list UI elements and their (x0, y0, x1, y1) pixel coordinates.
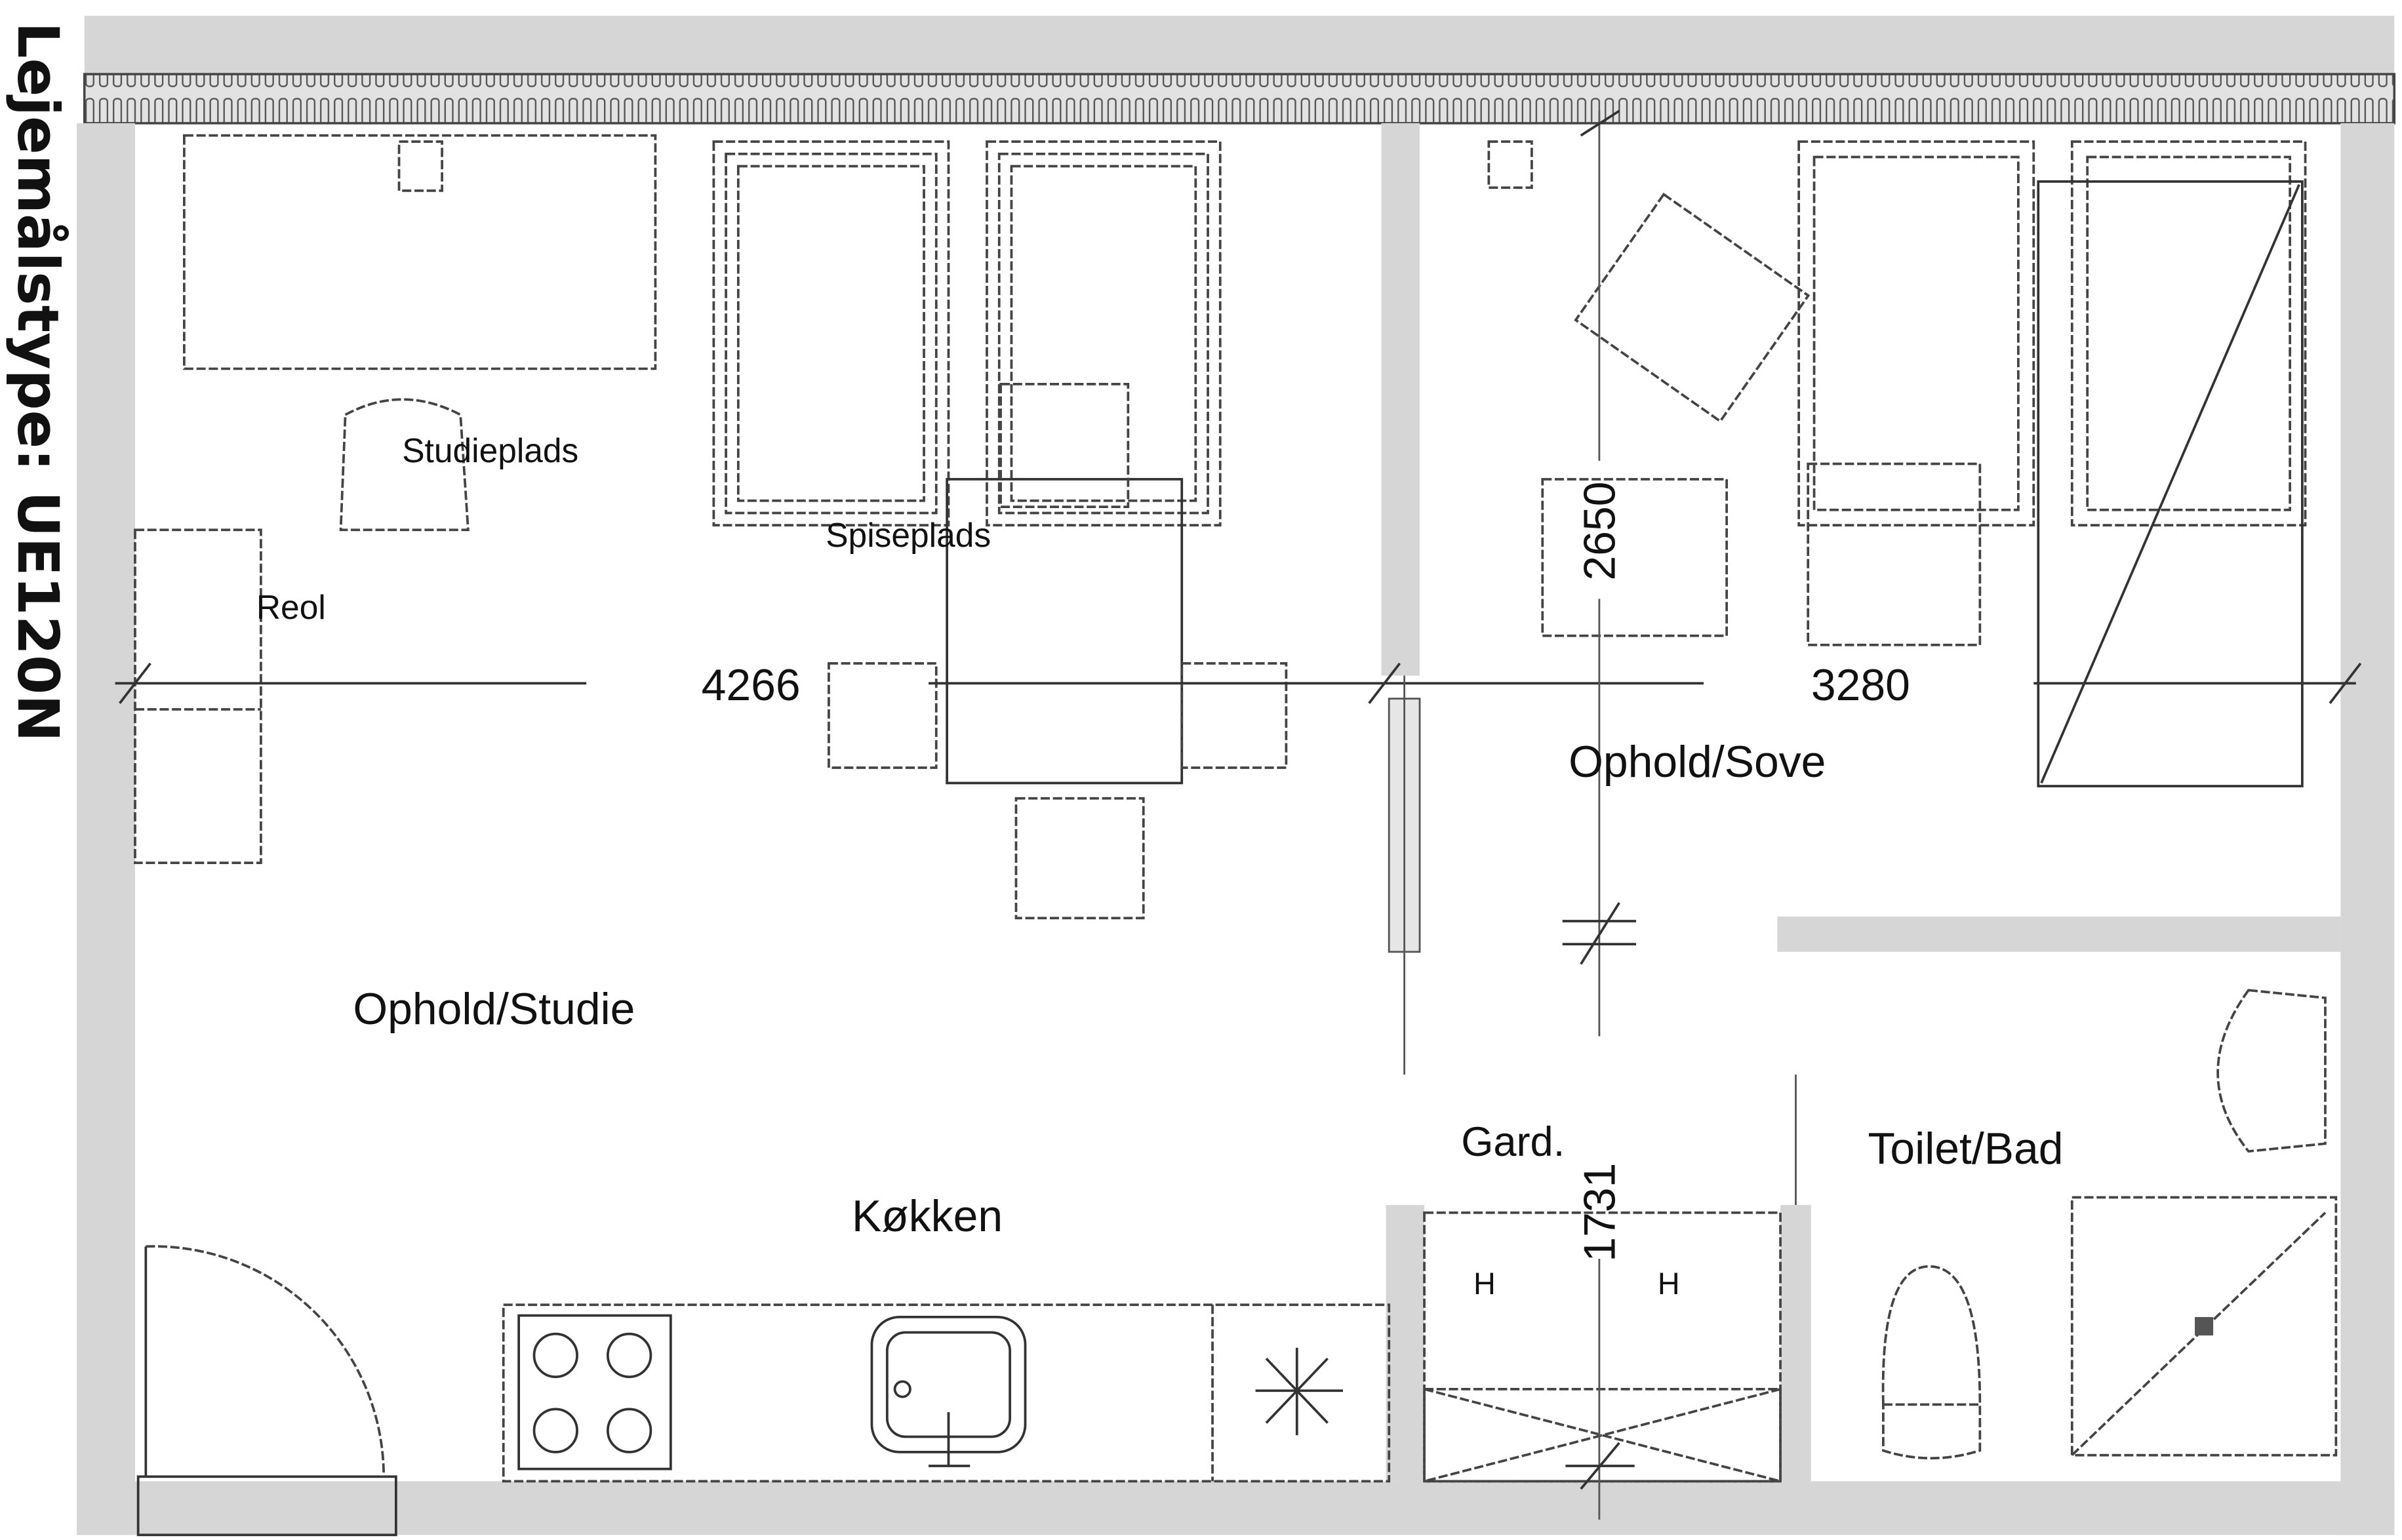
washbasin-icon (2216, 989, 2327, 1153)
wardrobe (1423, 1211, 1782, 1483)
shower-icon (2070, 1196, 2338, 1457)
label-studieplads: Studieplads (402, 431, 578, 469)
room-label-toilet-bad: Toilet/Bad (1868, 1124, 2063, 1174)
walls (77, 16, 2396, 1535)
bed-2 (986, 140, 1222, 527)
wall-square (1487, 140, 1533, 189)
entrance-door (136, 1245, 397, 1537)
wardrobe-unit (2037, 180, 2304, 787)
bed-4 (2070, 140, 2307, 527)
desk (182, 134, 657, 370)
dimension-lines (115, 109, 2362, 1520)
armchair-2 (1541, 478, 1729, 637)
kitchen-counter (502, 1303, 1391, 1483)
dimension-3280: 3280 (1811, 661, 1910, 710)
bed-1 (712, 140, 950, 527)
heater-label-right: H (1658, 1267, 1680, 1301)
armchair-1 (1574, 192, 1811, 424)
bed-3 (1797, 140, 2035, 527)
unit-type-title: Lejemålstype: UE120N (5, 22, 70, 741)
room-label-ophold-studie: Ophold/Studie (353, 985, 635, 1034)
dining-table (828, 382, 1288, 920)
toilet-icon (1881, 1265, 1982, 1460)
sink-icon (870, 1316, 1027, 1467)
nightstand (1807, 462, 1982, 646)
dimension-2650: 2650 (1575, 481, 1624, 580)
study-chair (339, 398, 470, 532)
stove-icon (517, 1314, 672, 1471)
label-spiseplads: Spiseplads (826, 516, 991, 554)
heater-label-left: H (1473, 1267, 1496, 1301)
dimension-4266: 4266 (702, 661, 801, 710)
room-label-gard: Gard. (1461, 1119, 1565, 1165)
dimension-1731: 1731 (1575, 1163, 1624, 1262)
room-label-ophold-sove: Ophold/Sove (1569, 738, 1826, 787)
label-reol: Reol (256, 588, 326, 626)
fridge-star-icon (1255, 1347, 1344, 1436)
bookshelf (134, 528, 262, 864)
room-label-kokken: Køkken (852, 1192, 1003, 1241)
